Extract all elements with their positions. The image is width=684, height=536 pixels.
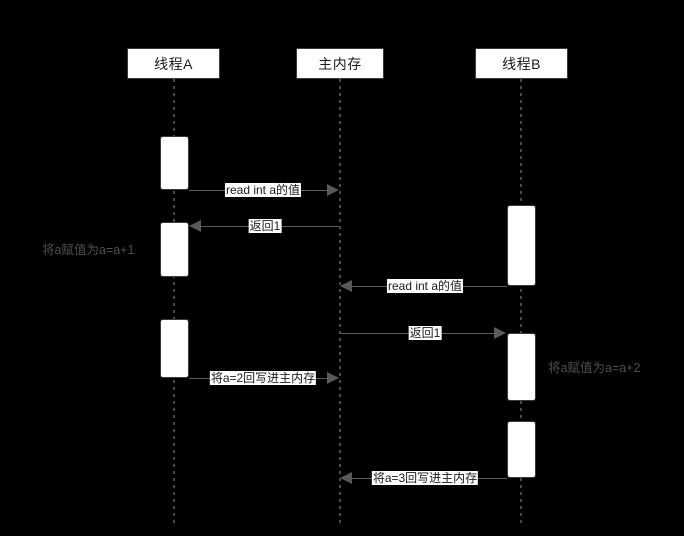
message-label-4: 返回1 (408, 326, 442, 340)
note-thread-a-assignment: 将a赋值为a=a+1 (42, 243, 135, 257)
participant-header-thread-a[interactable]: 线程A (127, 48, 220, 79)
message-label-5: 将a=2回写进主内存 (209, 371, 317, 385)
activation-bar-thread-a-3[interactable] (160, 319, 189, 378)
participant-header-thread-b[interactable]: 线程B (475, 48, 568, 79)
note-thread-b-assignment: 将a赋值为a=a+2 (548, 361, 641, 375)
participant-header-main-memory[interactable]: 主内存 (296, 48, 384, 79)
lifeline-thread-a (173, 79, 175, 527)
message-arrowhead-3 (340, 280, 352, 292)
participant-label-main-memory: 主内存 (318, 55, 362, 72)
message-label-3: read int a的值 (386, 279, 464, 293)
message-arrowhead-4 (494, 327, 506, 339)
activation-bar-thread-b-3[interactable] (507, 421, 536, 478)
message-label-1: read int a的值 (224, 183, 302, 197)
message-label-2: 返回1 (248, 219, 282, 233)
activation-bar-thread-b-2[interactable] (507, 333, 536, 401)
message-label-6: 将a=3回写进主内存 (371, 471, 479, 485)
activation-bar-thread-a-2[interactable] (160, 222, 189, 277)
message-arrowhead-1 (327, 184, 339, 196)
message-arrowhead-5 (327, 372, 339, 384)
participant-label-thread-a: 线程A (154, 55, 193, 72)
lifeline-thread-b (520, 79, 522, 527)
activation-bar-thread-b-1[interactable] (507, 205, 536, 286)
participant-label-thread-b: 线程B (502, 55, 541, 72)
activation-bar-thread-a-1[interactable] (160, 136, 189, 190)
lifeline-main-memory (339, 79, 341, 527)
message-arrowhead-6 (340, 472, 352, 484)
message-arrowhead-2 (189, 220, 201, 232)
